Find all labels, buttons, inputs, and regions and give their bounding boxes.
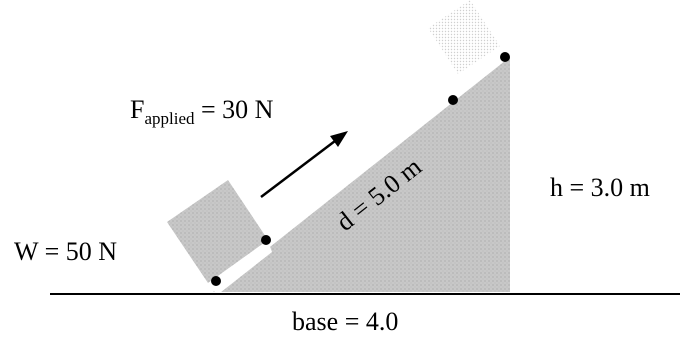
force-label: Fapplied = 30 N [130,95,274,128]
dot-start [211,276,221,286]
height-label: h = 3.0 m [550,173,650,202]
force-subscript: applied [144,109,195,128]
block [167,180,268,283]
weight-label: W = 50 N [14,237,117,266]
block-top-faded [428,0,500,74]
dot-top [500,52,510,62]
force-arrow-head [330,131,348,147]
dot-upper [448,95,458,105]
force-arrow-shaft [260,140,336,198]
dot-block-front [261,235,271,245]
incline-track [212,241,272,296]
force-value: = 30 N [195,95,274,124]
base-label: base = 4.0 [292,307,398,336]
incline-ramp [213,57,510,292]
force-symbol: F [130,95,144,124]
